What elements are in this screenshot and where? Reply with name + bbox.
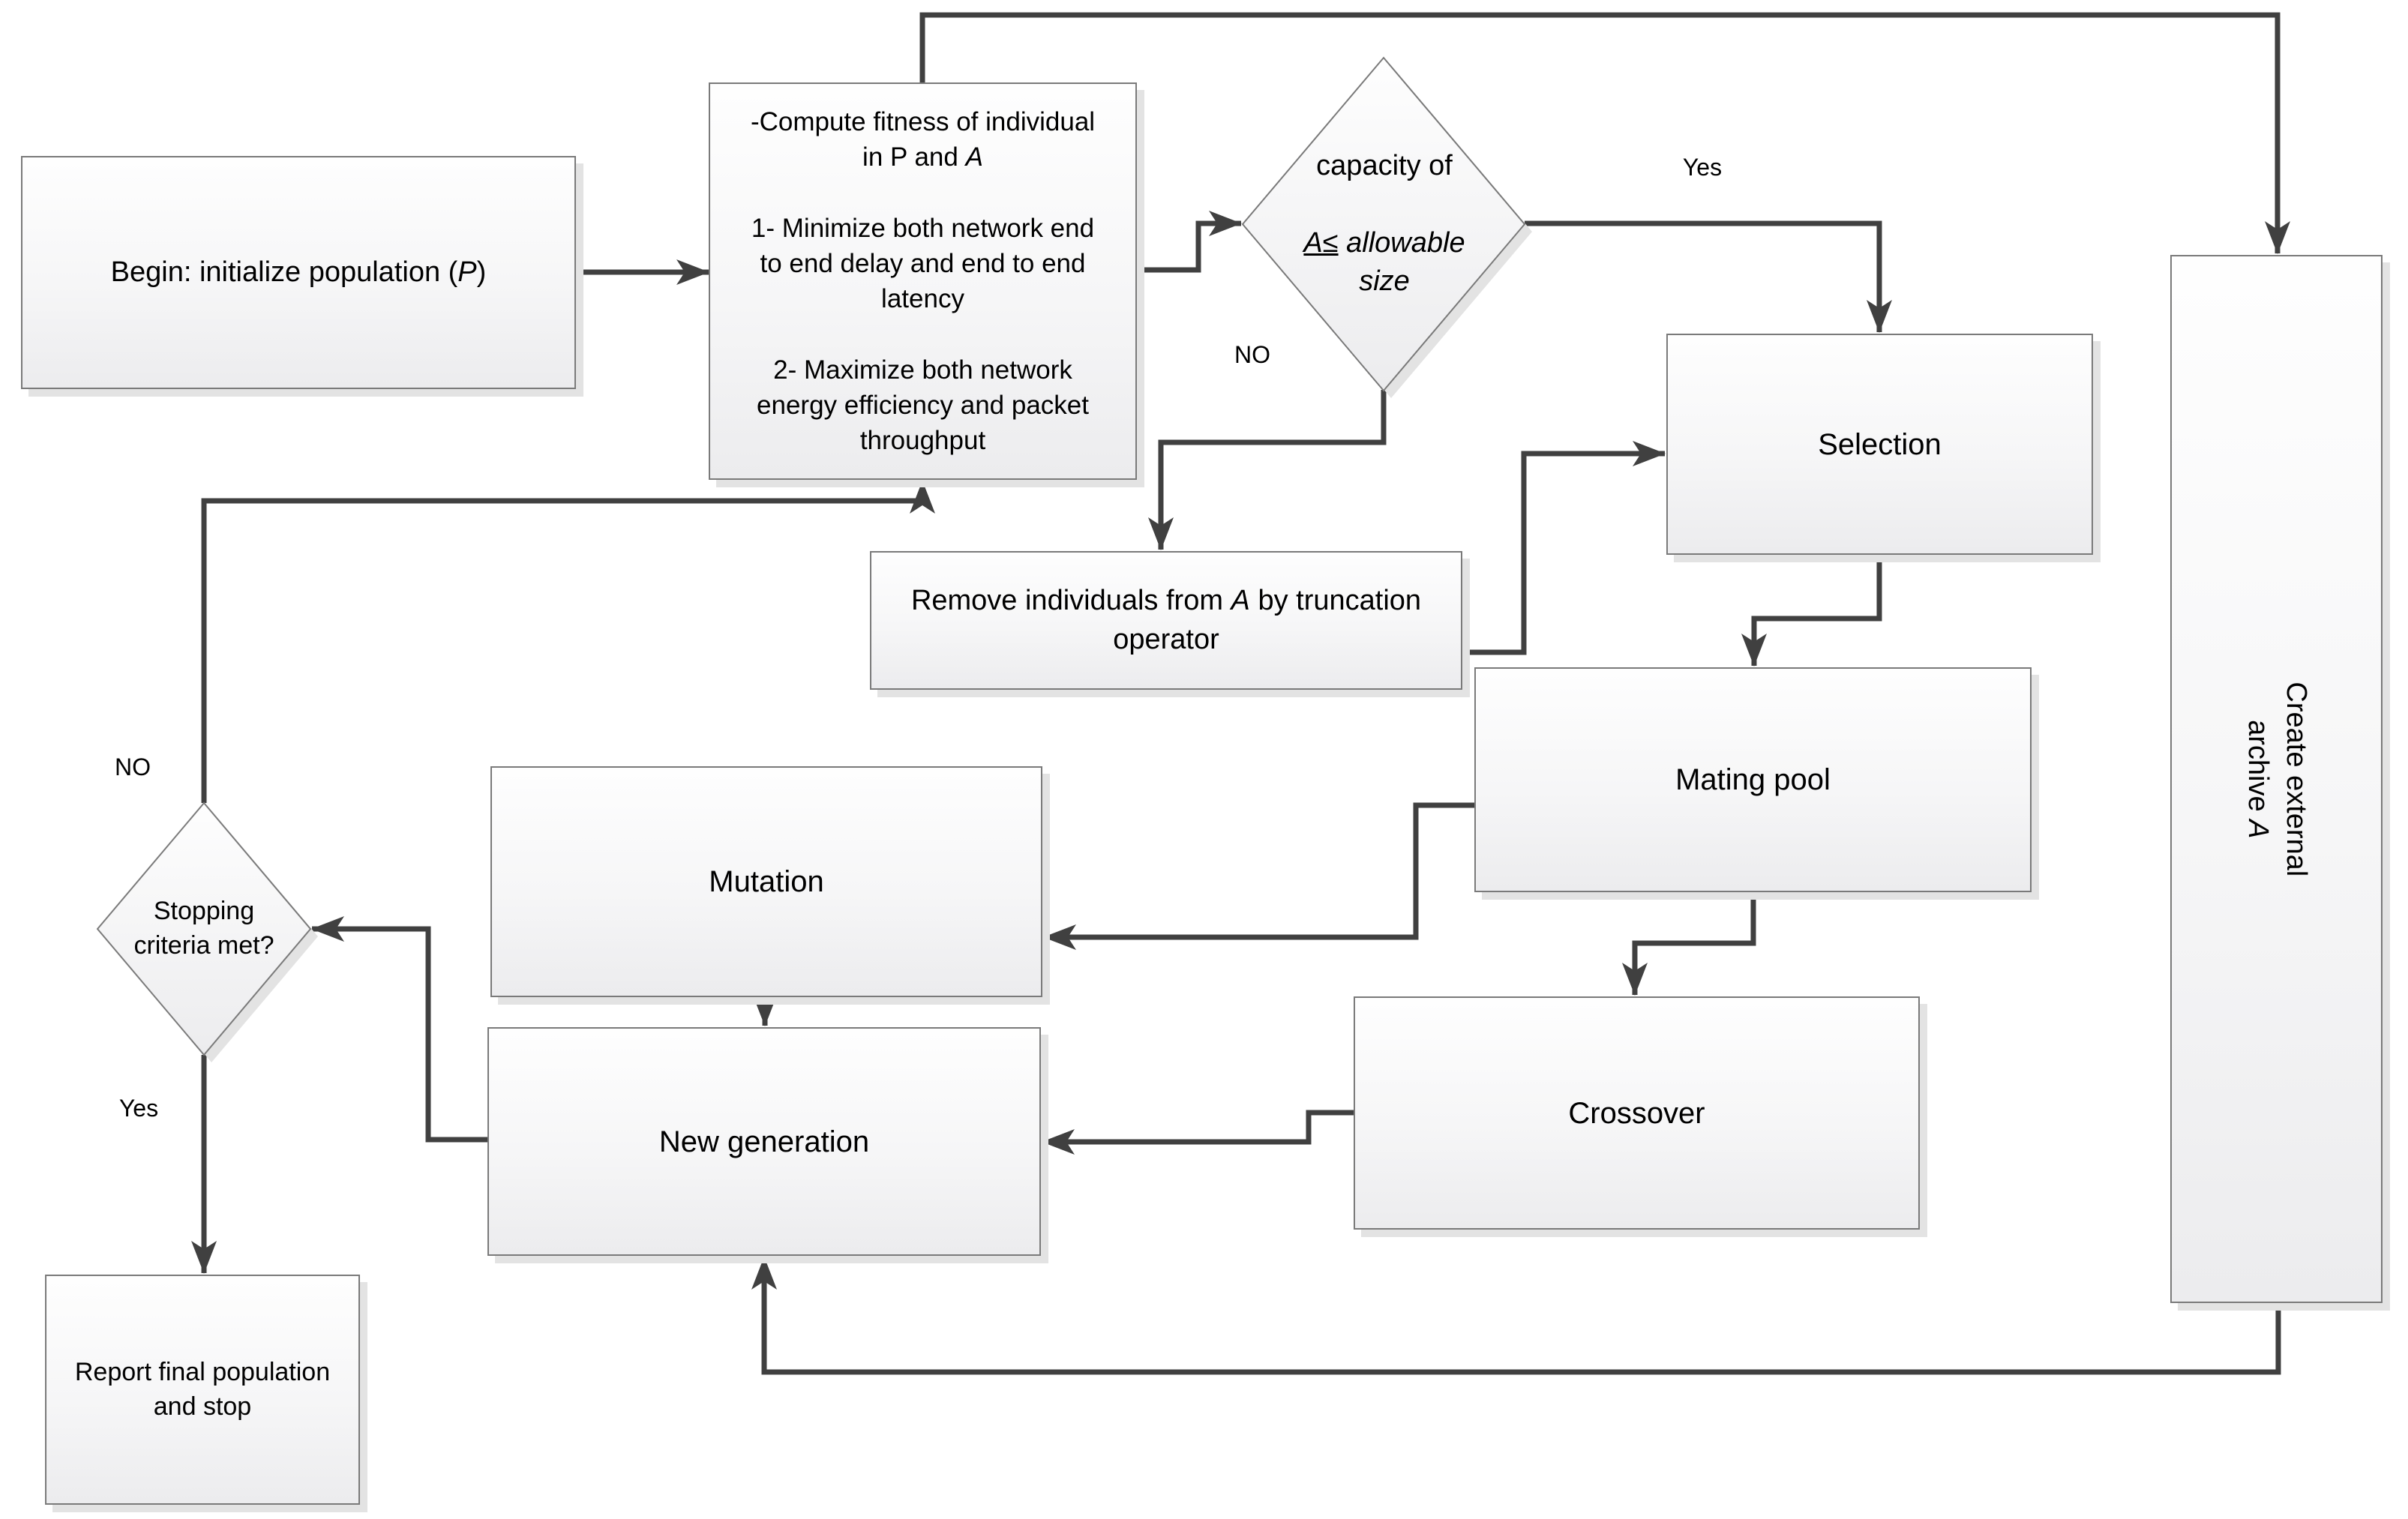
mating-pool-label: Mating pool: [1675, 763, 1831, 796]
mutation-label: Mutation: [709, 865, 824, 898]
new-generation-label: New generation: [658, 1125, 870, 1158]
edge-stopping-no-loop-to-compute: [201, 481, 935, 803]
new-generation-box: New generation: [487, 1027, 1041, 1256]
mutation-box: Mutation: [490, 766, 1042, 997]
edge-capacity-yes-to-selection: [1525, 220, 1892, 333]
edge-remove-to-selection: [1462, 441, 1666, 655]
edge-mating-pool-to-mutation: [1043, 802, 1474, 950]
edge-new-generation-to-stopping-decision: [311, 916, 487, 1143]
selection-label: Selection: [1818, 427, 1942, 461]
edge-mating-pool-to-crossover: [1622, 892, 1756, 996]
stopping-decision-diamond: [96, 801, 318, 1062]
create-external-archive-label: Create external archive A: [2242, 682, 2312, 876]
edge-crossover-to-new-generation: [1042, 1110, 1354, 1155]
yes-branch-label-stopping: Yes: [118, 1095, 159, 1122]
edge-selection-to-mating-pool: [1741, 555, 1882, 667]
begin-initialize-population-box: Begin: initialize population (P): [21, 156, 576, 389]
no-branch-label-capacity: NO: [1234, 341, 1270, 368]
begin-label: Begin: initialize population (P): [110, 256, 487, 288]
crossover-box: Crossover: [1354, 996, 1920, 1230]
no-branch-label-stopping: NO: [115, 754, 151, 780]
mating-pool-box: Mating pool: [1474, 667, 2032, 892]
yes-branch-label-capacity: Yes: [1682, 154, 1723, 181]
create-external-archive-box: Create external archive A: [2170, 255, 2383, 1303]
edge-capacity-no-to-remove: [1148, 390, 1387, 550]
selection-box: Selection: [1666, 334, 2093, 555]
edge-archive-bottom-loop-to-new-generation: [751, 1257, 2281, 1375]
edge-compute-to-capacity-decision: [1137, 211, 1242, 273]
capacity-decision-diamond: [1242, 56, 1532, 398]
crossover-label: Crossover: [1568, 1096, 1705, 1130]
edge-compute-to-archive-top-loop: [919, 12, 2290, 254]
